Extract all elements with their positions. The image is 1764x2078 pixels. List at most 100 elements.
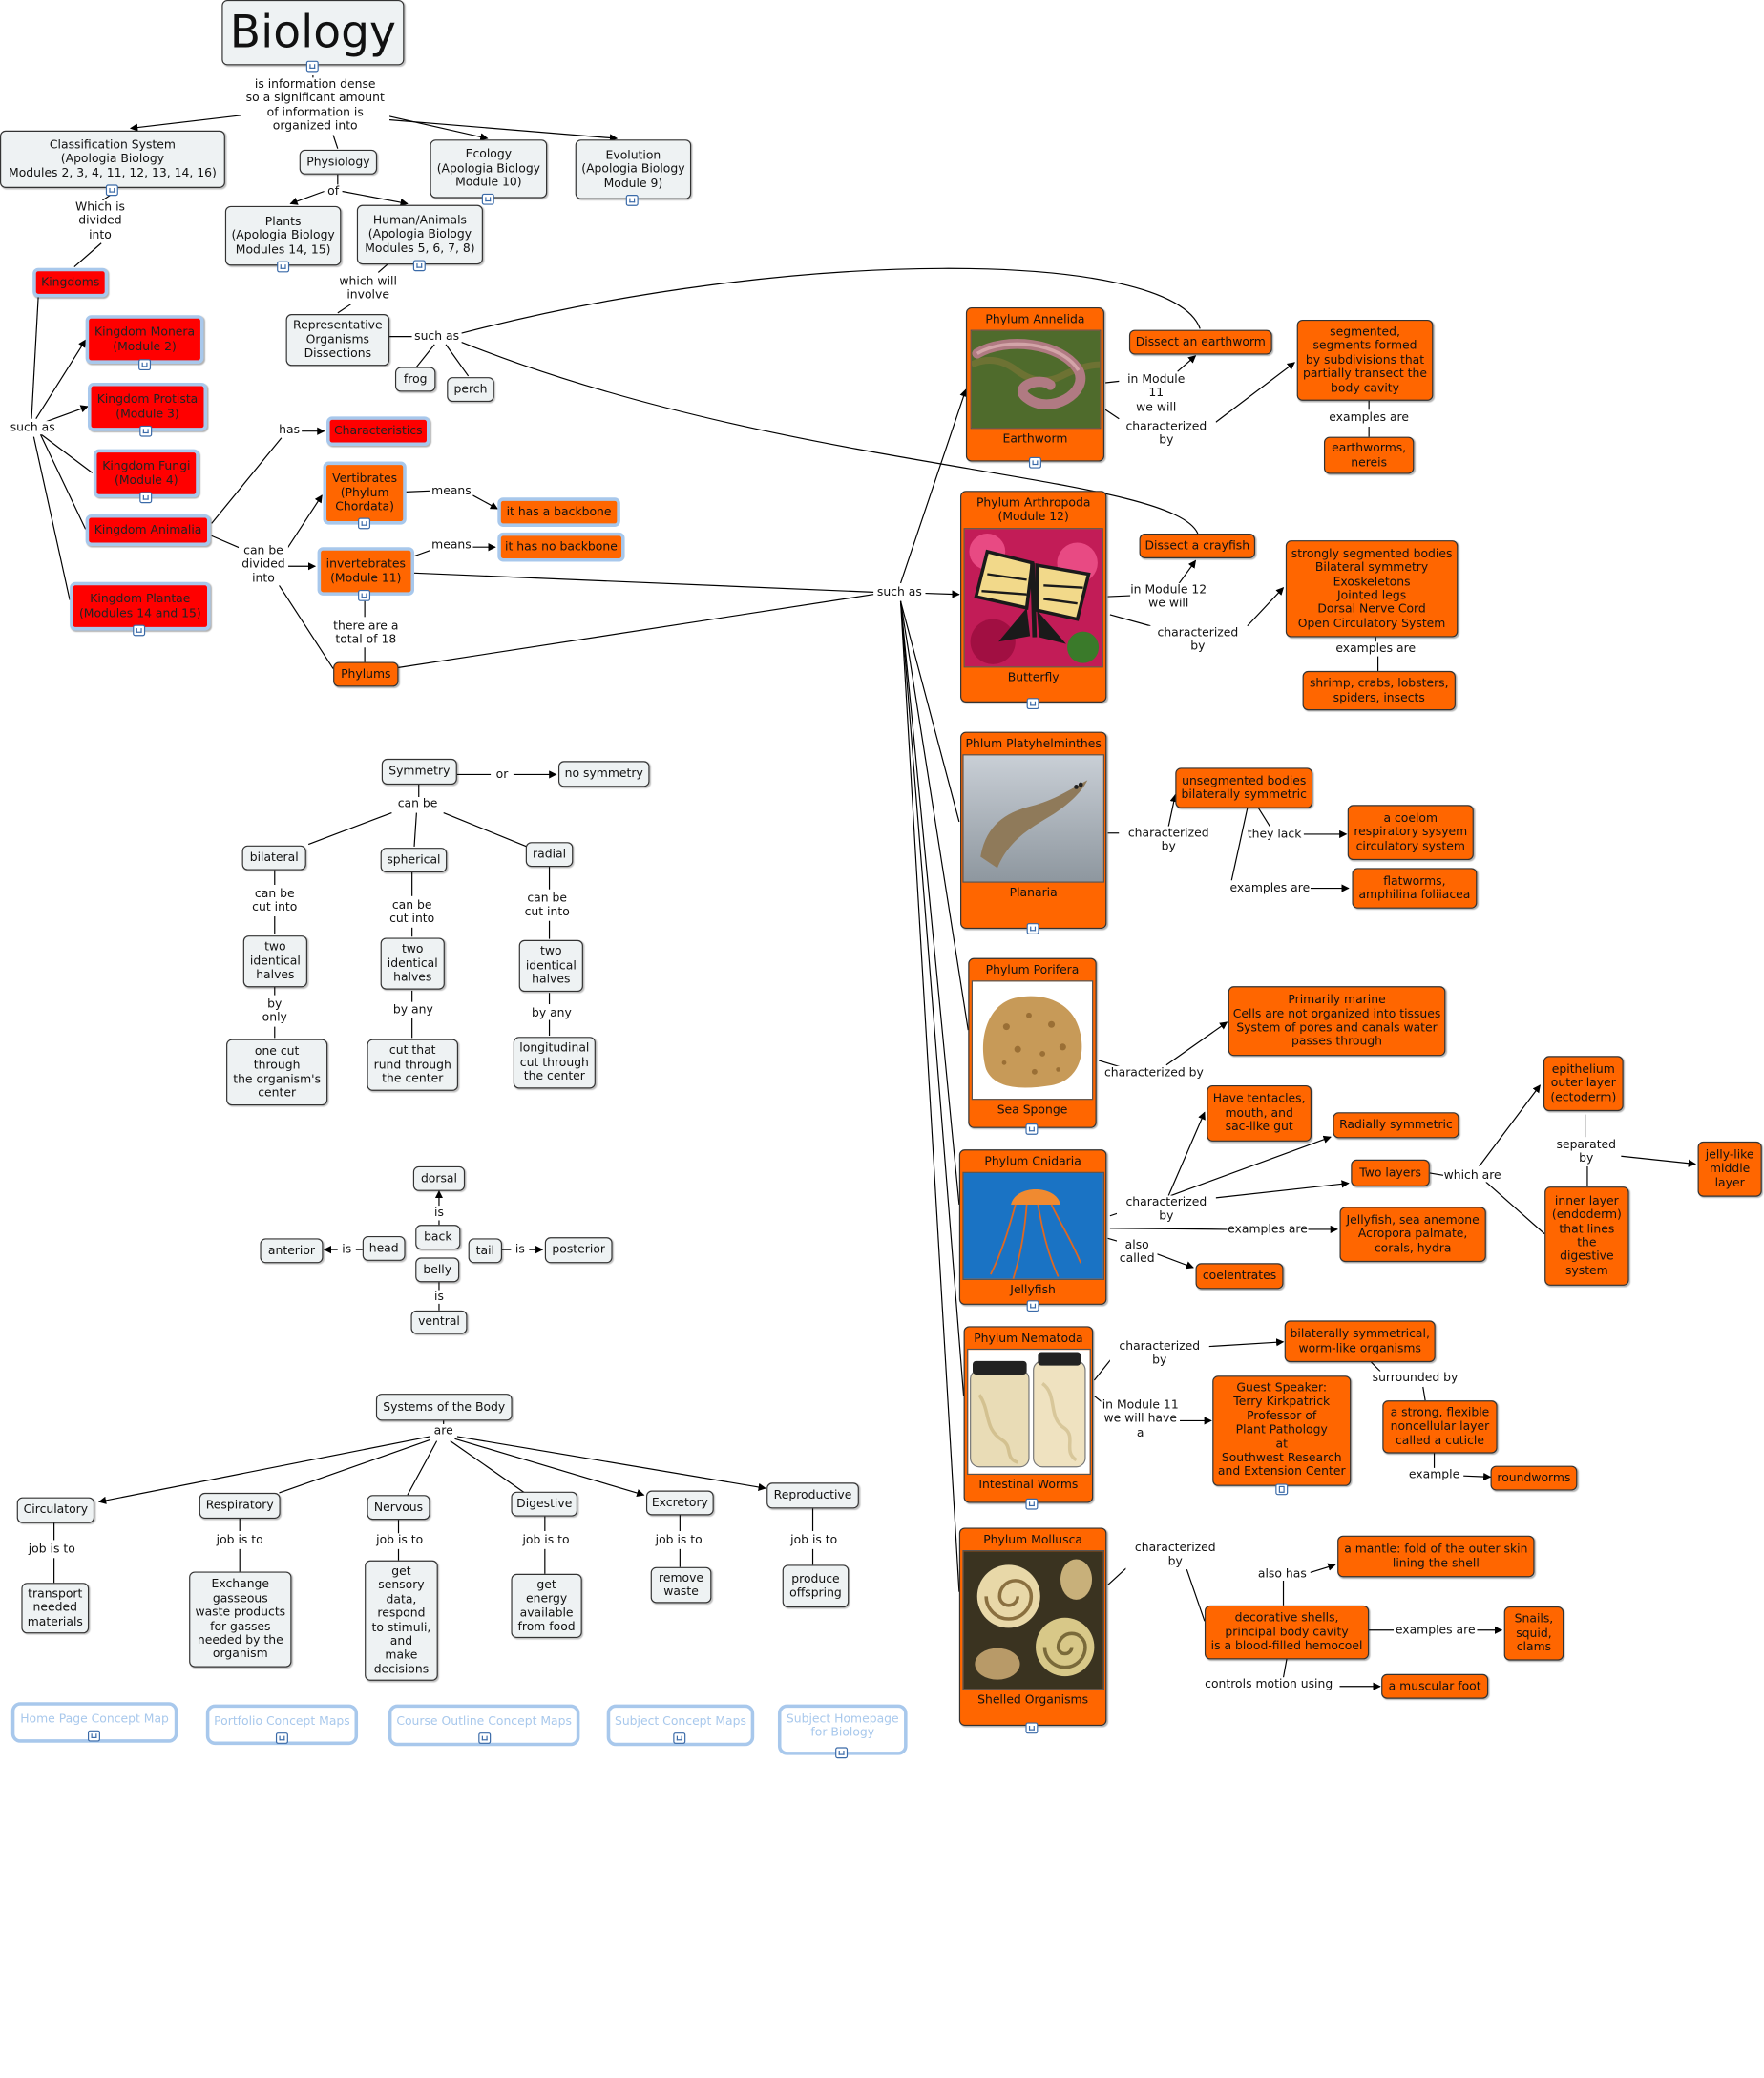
concept-map-icon[interactable] <box>358 590 371 601</box>
dorsal-node[interactable]: dorsal <box>412 1165 466 1191</box>
document-icon[interactable] <box>1275 1483 1289 1496</box>
cnidaria-epithelium-node[interactable]: epithelium outer layer (ectoderm) <box>1543 1056 1624 1112</box>
phylum-porifera-node[interactable]: Phylum Porifera Sea Sponge <box>968 957 1097 1128</box>
concept-map-icon[interactable] <box>478 1732 492 1744</box>
title-node[interactable]: Biology <box>221 0 405 66</box>
platy-traits-node[interactable]: unsegmented bodies bilaterally symmetric <box>1175 767 1313 808</box>
back-node[interactable]: back <box>415 1225 461 1250</box>
representative-node[interactable]: Representative Organisms Dissections <box>285 314 390 367</box>
halves-node-3[interactable]: two identical halves <box>518 939 583 993</box>
concept-map-icon[interactable] <box>305 60 319 73</box>
bilateral-node[interactable]: bilateral <box>242 845 306 871</box>
cnidaria-examples-node[interactable]: Jellyfish, sea anemone Acropora palmate,… <box>1339 1207 1486 1263</box>
concept-map-icon[interactable] <box>1025 1123 1039 1135</box>
kingdom-plantae-node[interactable]: Kingdom Plantae (Modules 14 and 15) <box>70 581 211 631</box>
nematoda-traits-node[interactable]: bilaterally symmetrical, worm-like organ… <box>1284 1320 1436 1363</box>
phylum-mollusca-node[interactable]: Phylum Mollusca Shelled Organisms <box>958 1527 1107 1727</box>
mollusca-examples-node[interactable]: Snails, squid, clams <box>1503 1606 1564 1661</box>
circulatory-node[interactable]: Circulatory <box>16 1497 95 1523</box>
reproductive-node[interactable]: Reproductive <box>766 1482 859 1509</box>
concept-map-icon[interactable] <box>412 260 426 272</box>
classification-node[interactable]: Classification System (Apologia Biology … <box>0 130 225 188</box>
ecology-node[interactable]: Ecology (Apologia Biology Module 10) <box>430 139 548 199</box>
no-backbone-node[interactable]: it has no backbone <box>497 532 625 562</box>
no-symmetry-node[interactable]: no symmetry <box>557 761 650 787</box>
concept-map-icon[interactable] <box>1026 923 1040 934</box>
phylum-platyhelminthes-node[interactable]: Phlum Platyhelminthes Planaria <box>960 731 1107 930</box>
cnidaria-two-layers-node[interactable]: Two layers <box>1351 1159 1430 1187</box>
perch-node[interactable]: perch <box>447 377 494 403</box>
annelida-examples-node[interactable]: earthworms, nereis <box>1323 436 1415 474</box>
nervous-job-node[interactable]: get sensory data, respond to stimuli, an… <box>365 1560 438 1681</box>
ventral-node[interactable]: ventral <box>410 1310 468 1334</box>
kingdom-monera-node[interactable]: Kingdom Monera (Module 2) <box>85 315 204 364</box>
platy-examples-node[interactable]: flatworms, amphilina foliiacea <box>1352 868 1478 909</box>
halves-node-2[interactable]: two identical halves <box>380 937 445 990</box>
longitudinal-cut-node[interactable]: longitudinal cut through the center <box>513 1037 596 1089</box>
concept-map-icon[interactable] <box>481 193 494 205</box>
excretory-node[interactable]: Excretory <box>645 1490 714 1516</box>
radial-node[interactable]: radial <box>525 842 574 868</box>
rund-cut-node[interactable]: cut that rund through the center <box>367 1039 459 1091</box>
platy-lack-node[interactable]: a coelom respiratory sysyem circulatory … <box>1347 805 1474 861</box>
characteristics-node[interactable]: Characteristics <box>326 416 430 447</box>
concept-map-icon[interactable] <box>105 184 118 197</box>
dissect-crayfish-node[interactable]: Dissect a crayfish <box>1139 534 1256 558</box>
cnidaria-inner-node[interactable]: inner layer (endoderm) that lines the di… <box>1544 1186 1629 1286</box>
concept-map-icon[interactable] <box>358 517 371 530</box>
mollusca-foot-node[interactable]: a muscular foot <box>1381 1673 1489 1699</box>
systems-title-node[interactable]: Systems of the Body <box>375 1394 513 1421</box>
phylums-node[interactable]: Phylums <box>333 661 399 687</box>
annelida-traits-node[interactable]: segmented, segments formed by subdivisio… <box>1296 319 1434 401</box>
digestive-job-node[interactable]: get energy available from food <box>511 1573 582 1639</box>
concept-map-icon[interactable] <box>133 624 146 637</box>
kingdom-animalia-node[interactable]: Kingdom Animalia <box>85 514 211 547</box>
concept-map-icon[interactable] <box>1025 1498 1039 1510</box>
concept-map-icon[interactable] <box>139 425 153 437</box>
human-animals-node[interactable]: Human/Animals (Apologia Biology Modules … <box>356 204 483 265</box>
respiratory-job-node[interactable]: Exchange gasseous waste products for gas… <box>189 1571 292 1668</box>
excretory-job-node[interactable]: remove waste <box>650 1566 712 1604</box>
concept-map-icon[interactable] <box>673 1732 686 1744</box>
phylum-annelida-node[interactable]: Phylum Annelida Earthworm <box>965 306 1104 462</box>
concept-map-icon[interactable] <box>1025 1722 1039 1734</box>
phylum-arthropoda-node[interactable]: Phylum Arthropoda (Module 12) Butterfly <box>960 491 1107 703</box>
concept-map-icon[interactable] <box>277 261 290 273</box>
invertebrates-node[interactable]: invertebrates (Module 11) <box>317 547 415 596</box>
frog-node[interactable]: frog <box>394 367 436 392</box>
digestive-node[interactable]: Digestive <box>511 1491 578 1517</box>
mollusca-shells-node[interactable]: decorative shells, principal body cavity… <box>1204 1605 1370 1660</box>
cnidaria-jelly-node[interactable]: jelly-like middle layer <box>1697 1141 1762 1197</box>
evolution-node[interactable]: Evolution (Apologia Biology Module 9) <box>575 139 692 199</box>
kingdom-fungi-node[interactable]: Kingdom Fungi (Module 4) <box>93 449 200 498</box>
concept-map-icon[interactable] <box>87 1730 100 1742</box>
cnidaria-radial-node[interactable]: Radially symmetric <box>1333 1112 1460 1139</box>
plants-node[interactable]: Plants (Apologia Biology Modules 14, 15) <box>224 205 342 266</box>
belly-node[interactable]: belly <box>415 1257 460 1283</box>
nervous-node[interactable]: Nervous <box>367 1495 430 1521</box>
spherical-node[interactable]: spherical <box>380 848 448 873</box>
concept-map-icon[interactable] <box>139 492 153 504</box>
respiratory-node[interactable]: Respiratory <box>199 1492 281 1520</box>
physiology-node[interactable]: Physiology <box>299 149 378 175</box>
subject-homepage-link[interactable]: Subject Homepage for Biology <box>777 1704 908 1755</box>
head-node[interactable]: head <box>362 1235 406 1261</box>
cnidaria-coelentrates-node[interactable]: coelentrates <box>1195 1263 1284 1290</box>
nematoda-roundworms-node[interactable]: roundworms <box>1490 1465 1578 1491</box>
concept-map-icon[interactable] <box>1026 1300 1040 1312</box>
mollusca-mantle-node[interactable]: a mantle: fold of the outer skin lining … <box>1337 1535 1535 1578</box>
tail-node[interactable]: tail <box>468 1238 503 1264</box>
concept-map-icon[interactable] <box>1026 698 1040 710</box>
concept-map-icon[interactable] <box>275 1732 288 1744</box>
kingdoms-node[interactable]: Kingdoms <box>32 267 109 298</box>
phylum-nematoda-node[interactable]: Phylum Nematoda Intestinal Worms <box>963 1326 1094 1503</box>
porifera-traits-node[interactable]: Primarily marine Cells are not organized… <box>1228 986 1446 1057</box>
concept-map-icon[interactable] <box>625 195 639 206</box>
concept-map-icon[interactable] <box>835 1747 849 1759</box>
posterior-node[interactable]: posterior <box>544 1237 613 1264</box>
halves-node-1[interactable]: two identical halves <box>242 935 307 988</box>
kingdom-protista-node[interactable]: Kingdom Protista (Module 3) <box>87 382 208 431</box>
arthropoda-examples-node[interactable]: shrimp, crabs, lobsters, spiders, insect… <box>1302 670 1456 711</box>
reproductive-job-node[interactable]: produce offspring <box>782 1564 850 1608</box>
backbone-node[interactable]: it has a backbone <box>497 497 620 527</box>
